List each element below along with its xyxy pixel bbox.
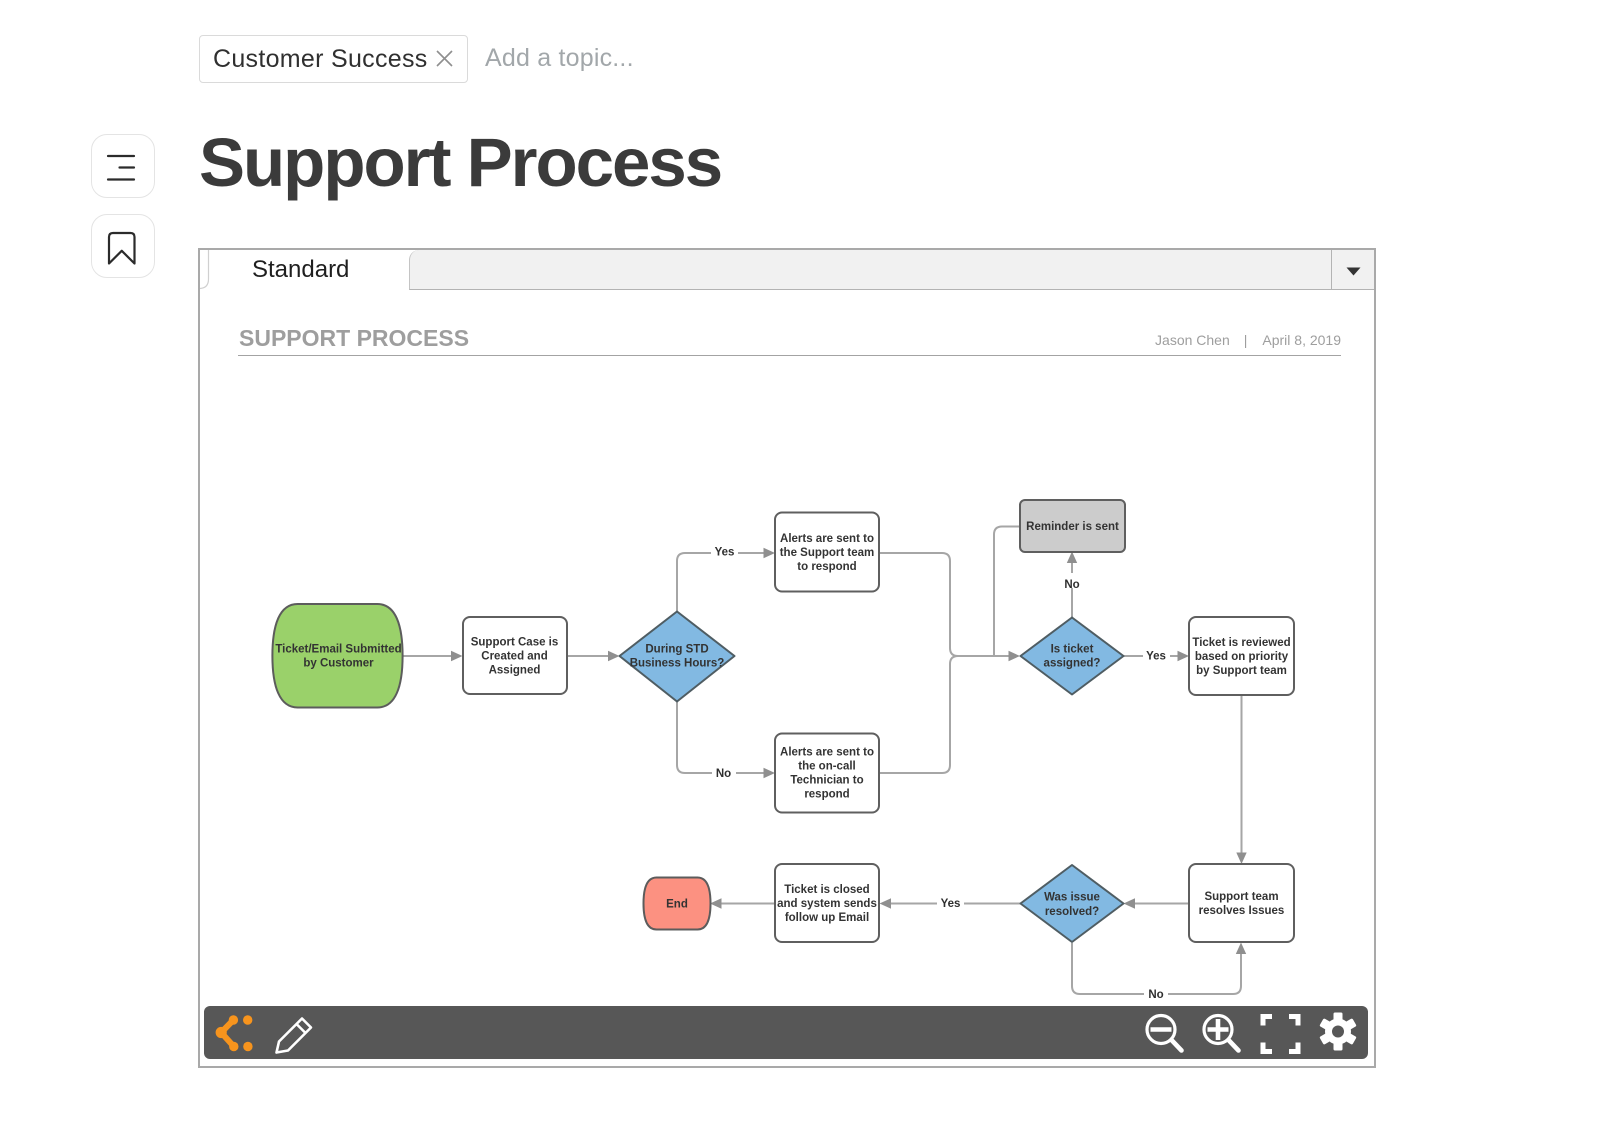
svg-text:and system sends: and system sends [777, 898, 877, 910]
svg-text:the Support team: the Support team [780, 547, 875, 559]
svg-text:Ticket is reviewed: Ticket is reviewed [1192, 637, 1290, 649]
svg-text:End: End [666, 899, 688, 911]
svg-text:Reminder is sent: Reminder is sent [1026, 521, 1119, 533]
svg-text:Alerts are sent to: Alerts are sent to [780, 533, 874, 545]
svg-text:respond: respond [804, 789, 849, 801]
svg-text:Yes: Yes [715, 547, 735, 559]
svg-text:No: No [1148, 989, 1163, 1001]
svg-text:Ticket is closed: Ticket is closed [784, 884, 869, 896]
svg-text:Ticket/Email Submitted: Ticket/Email Submitted [275, 643, 401, 655]
svg-text:Business Hours?: Business Hours? [630, 658, 725, 670]
svg-text:follow up Email: follow up Email [785, 912, 869, 924]
svg-text:resolves Issues: resolves Issues [1199, 905, 1285, 917]
svg-text:by Customer: by Customer [303, 657, 374, 669]
svg-text:Alerts are sent to: Alerts are sent to [780, 747, 874, 759]
svg-text:Technician to: Technician to [790, 775, 863, 787]
svg-text:assigned?: assigned? [1044, 658, 1101, 670]
svg-text:Assigned: Assigned [489, 664, 541, 676]
svg-text:Is ticket: Is ticket [1051, 644, 1094, 656]
svg-text:the on-call: the on-call [798, 761, 856, 773]
svg-text:No: No [1064, 579, 1079, 591]
svg-text:Yes: Yes [1146, 651, 1166, 663]
svg-text:based on priority: based on priority [1195, 651, 1289, 663]
svg-text:No: No [716, 768, 731, 780]
svg-text:to respond: to respond [797, 561, 856, 573]
svg-text:Created and: Created and [481, 650, 547, 662]
svg-text:During STD: During STD [645, 644, 708, 656]
svg-text:Was issue: Was issue [1044, 891, 1100, 903]
svg-text:Support team: Support team [1204, 891, 1278, 903]
svg-text:resolved?: resolved? [1045, 906, 1099, 918]
svg-text:Support Case is: Support Case is [471, 636, 559, 648]
svg-text:by Support team: by Support team [1196, 665, 1287, 677]
svg-text:Yes: Yes [941, 898, 961, 910]
